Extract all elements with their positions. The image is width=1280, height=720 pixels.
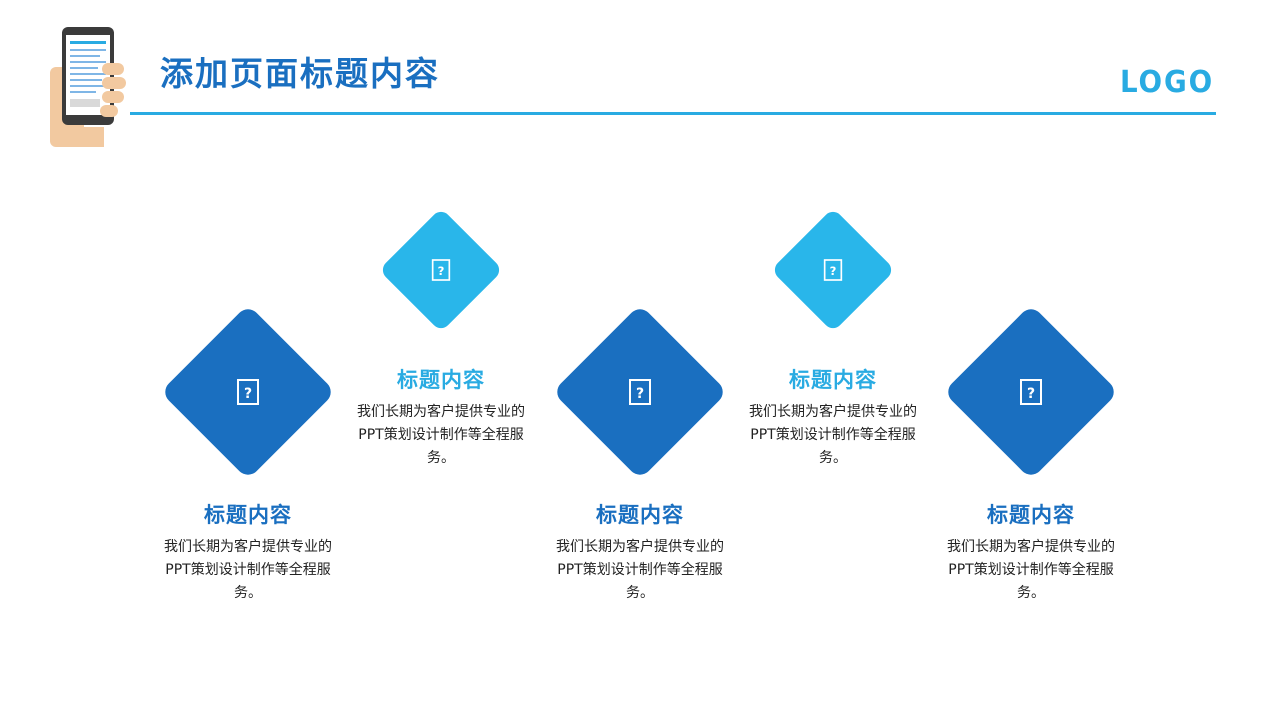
- item-description-5: 我们长期为客户提供专业的PPT策划设计制作等全程服务。: [947, 539, 1115, 601]
- svg-text:?: ?: [830, 264, 837, 278]
- diamond-card-1: ?: [152, 296, 344, 488]
- item-description-2: 我们长期为客户提供专业的PPT策划设计制作等全程服务。: [357, 404, 525, 466]
- page-title: 添加页面标题内容: [160, 54, 440, 93]
- logo-text: LOGO: [1120, 66, 1214, 96]
- svg-text:?: ?: [244, 386, 252, 402]
- item-description-4: 我们长期为客户提供专业的PPT策划设计制作等全程服务。: [749, 404, 917, 466]
- header-divider: [130, 112, 1216, 115]
- placeholder-icon: ?: [823, 259, 843, 281]
- item-description-1: 我们长期为客户提供专业的PPT策划设计制作等全程服务。: [164, 539, 332, 601]
- diamond-card-4: ?: [765, 202, 901, 338]
- placeholder-icon: ?: [629, 379, 651, 405]
- diamond-card-5: ?: [935, 296, 1127, 488]
- svg-text:?: ?: [438, 264, 445, 278]
- phone-in-hand-illustration: [50, 27, 130, 147]
- item-title-1: 标题内容: [204, 503, 292, 527]
- logo: LOGO: [1120, 65, 1216, 100]
- item-title-3: 标题内容: [596, 503, 684, 527]
- diamond-card-2: ?: [373, 202, 509, 338]
- placeholder-icon: ?: [237, 379, 259, 405]
- item-title-5: 标题内容: [987, 503, 1075, 527]
- item-description-3: 我们长期为客户提供专业的PPT策划设计制作等全程服务。: [556, 539, 724, 601]
- svg-text:?: ?: [636, 386, 644, 402]
- placeholder-icon: ?: [431, 259, 451, 281]
- item-title-4: 标题内容: [789, 368, 877, 392]
- item-title-2: 标题内容: [397, 368, 485, 392]
- placeholder-icon: ?: [1020, 379, 1042, 405]
- diamond-card-3: ?: [544, 296, 736, 488]
- svg-text:?: ?: [1027, 386, 1035, 402]
